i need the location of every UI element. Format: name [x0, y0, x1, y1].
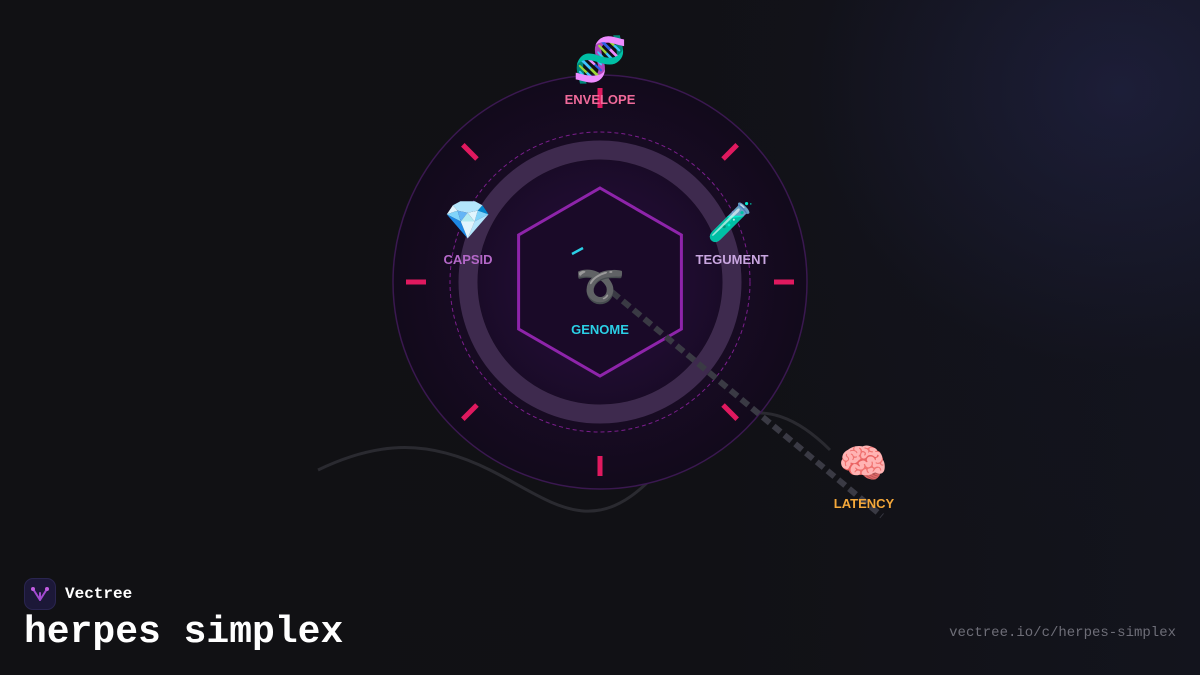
- brain-icon: 🧠: [838, 441, 888, 487]
- envelope-spike: [721, 143, 739, 161]
- envelope-label: ENVELOPE: [565, 92, 636, 107]
- latency-label: LATENCY: [834, 496, 895, 511]
- genome-label: GENOME: [571, 322, 629, 337]
- tegument-dashed-ring: [449, 131, 751, 433]
- capsid-hexagon: [517, 186, 683, 378]
- envelope-spike: [461, 403, 479, 421]
- envelope-spikes: [406, 88, 794, 476]
- capsid-label: CAPSID: [443, 252, 492, 267]
- dna-icon: 🧬: [573, 33, 628, 86]
- tegument-node[interactable]: 🧪 TEGUMENT: [696, 200, 769, 267]
- envelope-node[interactable]: 🧬 ENVELOPE: [565, 33, 636, 108]
- envelope-spike: [461, 143, 479, 161]
- latency-node[interactable]: 🧠 LATENCY: [834, 441, 895, 511]
- tegument-label: TEGUMENT: [696, 252, 769, 267]
- genome-node[interactable]: ➰ GENOME: [571, 264, 629, 337]
- genome-marker: [571, 246, 584, 256]
- page-title: herpes simplex: [24, 611, 344, 654]
- brand[interactable]: Vectree: [24, 577, 132, 611]
- loop-icon: ➰: [575, 264, 625, 310]
- vectree-logo-icon: [24, 578, 56, 610]
- latency-link: [610, 289, 884, 519]
- gem-icon: 💎: [444, 198, 491, 242]
- test-tube-icon: 🧪: [707, 200, 754, 244]
- envelope-spike: [721, 403, 739, 421]
- source-url[interactable]: vectree.io/c/herpes-simplex: [949, 625, 1176, 641]
- tegument-ring: [458, 140, 742, 424]
- capsid-node[interactable]: 💎 CAPSID: [443, 198, 492, 267]
- brand-name: Vectree: [65, 585, 133, 603]
